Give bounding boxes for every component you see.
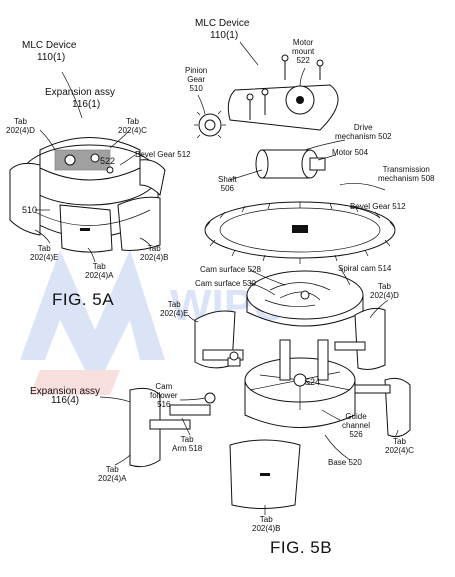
fig5b-pinion-gear: Pinion Gear 510 <box>185 66 208 93</box>
fig5a-ref-522: 522 <box>100 156 116 166</box>
fig5b-device-label: MLC Device <box>195 18 250 29</box>
fig5b-motor: Motor 504 <box>332 148 369 157</box>
fig5b-bevel-gear <box>204 201 396 264</box>
fig5b-cam-surface-528: Cam surface 528 <box>200 265 261 274</box>
fig5a-expansion-label: Expansion assy <box>45 87 116 98</box>
fig5b-drive-mechanism: Drive mechanism 502 <box>335 123 392 141</box>
fig5a-device-label: MLC Device <box>22 40 77 51</box>
fig5b-guide-channel: Guide channel 526 <box>342 412 371 439</box>
fig5b-motor-mount: Motor mount 522 <box>292 38 315 65</box>
fig5b-spiral-cam: Spiral cam 514 <box>338 264 392 273</box>
fig5b-pinion-gear <box>194 110 226 139</box>
fig5b-motor-mount <box>227 54 339 131</box>
fig5b-tab-a: Tab 202(4)A <box>98 465 127 483</box>
fig5a-tab-b: Tab 202(4)B <box>140 244 169 262</box>
fig5b-ref-524: 524 <box>305 377 321 387</box>
fig5a-tab-d: Tab 202(4)D <box>6 117 35 135</box>
fig5a-tab-a: Tab 202(4)A <box>85 262 114 280</box>
fig5a-tab-e: Tab 202(4)E <box>30 244 59 262</box>
fig5b-base <box>227 339 356 428</box>
fig5b-tabs <box>129 307 411 509</box>
fig5b-base: Base 520 <box>328 458 362 467</box>
fig5b-tab-b: Tab 202(4)B <box>252 515 281 533</box>
fig5a-ref-510: 510 <box>22 205 38 215</box>
fig5b-transmission: Transmission mechanism 508 <box>378 165 435 183</box>
fig5a-expansion-ref: 116(1) <box>72 99 101 110</box>
fig5b-tab-arm: Tab Arm 518 <box>172 435 203 453</box>
fig5a-bevel-gear: Bevel Gear 512 <box>135 150 191 159</box>
fig5a-caption: FIG. 5A <box>52 290 115 309</box>
fig5b-cam-surface-530: Cam surface 530 <box>195 279 256 288</box>
fig5b-cam-follower: Cam follower 516 <box>150 382 178 409</box>
fig5b-shaft: Shaft 506 <box>218 175 237 193</box>
fig5b-bevel-gear: Bevel Gear 512 <box>350 202 406 211</box>
fig5b-tab-e: Tab 202(4)E <box>160 300 189 318</box>
fig5a-assembly <box>9 137 166 253</box>
fig5b-tab-c: Tab 202(4)C <box>385 437 414 455</box>
fig5b-motor <box>255 149 326 179</box>
fig5b-caption: FIG. 5B <box>270 538 333 557</box>
fig5a-tab-c: Tab 202(4)C <box>118 117 147 135</box>
fig5b-leaders <box>99 41 399 516</box>
fig5b-expansion-assy: Expansion assy 116(4) <box>30 386 101 406</box>
fig5a-leaders <box>34 71 151 263</box>
fig5b-tab-d: Tab 202(4)D <box>370 282 399 300</box>
fig5a-device-ref: 110(1) <box>37 52 66 63</box>
fig5b-device-ref: 110(1) <box>210 30 239 41</box>
